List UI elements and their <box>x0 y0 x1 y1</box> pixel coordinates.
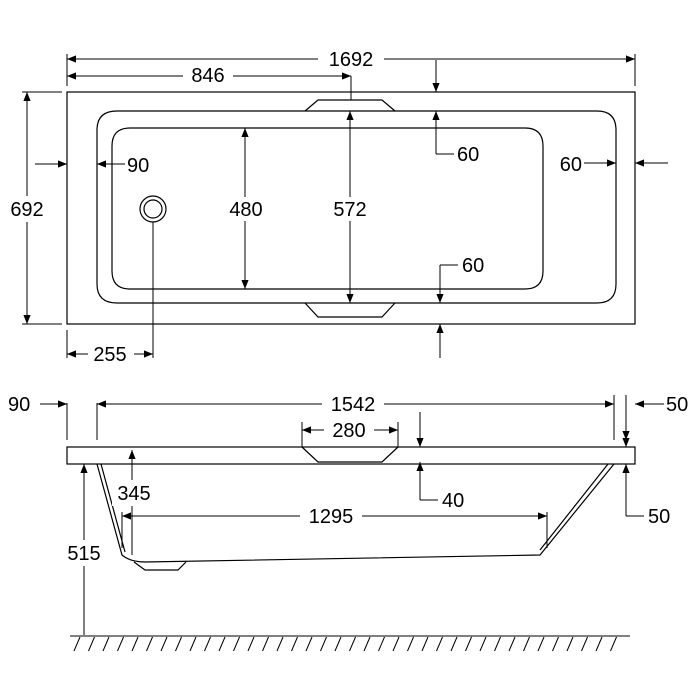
floor-hatch-mark <box>320 636 327 652</box>
floor-hatch-mark <box>247 636 255 652</box>
dim-section-left-rim: 90 <box>8 394 98 440</box>
plan-view: 1692 846 692 480 572 <box>4 46 668 366</box>
handle-section <box>301 446 399 463</box>
tub-shell-inner-edge-right <box>539 463 609 551</box>
dim-label-60-top: 60 <box>457 144 479 166</box>
dim-label-692: 692 <box>10 199 43 221</box>
floor-hatch-mark <box>204 636 211 652</box>
floor-hatch-mark <box>102 636 110 652</box>
dim-end-rim-right: 60 <box>560 154 668 176</box>
dim-inner-width: 480 <box>224 128 268 289</box>
handle-top <box>304 99 396 112</box>
dim-label-40: 40 <box>442 490 464 512</box>
dim-end-rim-left: 90 <box>35 155 149 177</box>
dim-total-height: 515 <box>60 464 106 635</box>
floor-hatch-mark <box>175 636 182 652</box>
dim-label-345: 345 <box>117 483 150 505</box>
dim-label-280: 280 <box>332 420 365 442</box>
section-view: 90 1542 50 280 40 <box>8 391 688 652</box>
dim-rim-thickness: 50 <box>622 438 670 528</box>
floor-hatch-mark <box>88 636 95 652</box>
floor-hatch-mark <box>146 636 153 652</box>
floor-hatch-mark <box>479 636 487 652</box>
rim-section <box>66 446 636 465</box>
dim-label-1542: 1542 <box>331 394 376 416</box>
floor-hatch-mark <box>537 636 545 652</box>
floor-hatch-mark <box>349 636 356 652</box>
dim-handle-drop: 40 <box>416 412 464 512</box>
floor-hatch-mark <box>233 636 240 652</box>
dim-side-rim-bottom: 60 <box>436 255 484 358</box>
dim-bottom-length: 1295 <box>121 504 548 548</box>
floor-hatch-mark <box>581 636 588 652</box>
dim-label-1692: 1692 <box>329 49 374 71</box>
dim-drain-offset: 255 <box>66 222 154 366</box>
tub-rim-inner-outline <box>96 110 617 304</box>
floor-hatch-mark <box>407 636 414 652</box>
floor-hatch-mark <box>494 636 501 652</box>
floor-hatch-mark <box>131 636 139 652</box>
floor-hatch-mark <box>566 636 574 652</box>
floor-hatch-mark <box>218 636 226 652</box>
dim-center-width: 572 <box>327 111 373 303</box>
drain-icon <box>139 195 167 223</box>
dim-inner-depth: 345 <box>112 450 158 555</box>
dim-label-60-right: 60 <box>560 154 582 176</box>
floor-hatch-mark <box>595 636 603 652</box>
dim-side-rim-top: 60 <box>432 60 479 166</box>
dim-label-90-section: 90 <box>8 394 30 416</box>
floor-hatching <box>70 635 630 652</box>
floor-hatch-mark <box>73 636 81 652</box>
floor-hatch-mark <box>436 636 443 652</box>
dim-center-length: 846 <box>67 63 352 100</box>
floor-hatch-mark <box>276 636 284 652</box>
dim-label-50-bottom: 50 <box>648 506 670 528</box>
floor-hatch-mark <box>421 636 429 652</box>
dim-label-480: 480 <box>229 199 262 221</box>
floor-hatch-mark <box>552 636 559 652</box>
floor-hatch-mark <box>262 636 269 652</box>
tub-basin-outline <box>111 127 544 290</box>
dim-handle-length: 280 <box>301 418 399 447</box>
floor-hatch-mark <box>392 636 400 652</box>
floor-hatch-mark <box>610 636 617 652</box>
floor-hatch-mark <box>465 636 472 652</box>
dim-overall-length: 1692 <box>66 46 636 86</box>
floor-hatch-mark <box>189 636 197 652</box>
floor-hatch-mark <box>508 636 516 652</box>
floor-hatch-mark <box>305 636 313 652</box>
dim-label-50-top: 50 <box>666 394 688 416</box>
handle-bottom <box>304 302 396 318</box>
tub-shell-inner-edge <box>100 463 126 553</box>
tub-foot <box>133 561 187 571</box>
floor-hatch-mark <box>363 636 371 652</box>
dim-label-1295: 1295 <box>309 506 354 528</box>
dim-label-60-bottom: 60 <box>462 255 484 277</box>
floor-hatch-mark <box>117 636 124 652</box>
dim-section-right-rim: 50 <box>622 394 688 440</box>
floor-hatch-mark <box>450 636 458 652</box>
floor-hatch-mark <box>334 636 342 652</box>
floor-hatch-mark <box>291 636 298 652</box>
floor-hatch-mark <box>523 636 530 652</box>
tub-shell-profile <box>96 463 615 563</box>
floor-hatch-mark <box>160 636 168 652</box>
dim-label-515: 515 <box>67 543 100 565</box>
dim-overall-width: 692 <box>4 91 62 325</box>
floor-hatch-mark <box>378 636 385 652</box>
dim-label-572: 572 <box>333 199 366 221</box>
dim-label-846: 846 <box>191 65 224 87</box>
dim-label-255: 255 <box>93 344 126 366</box>
dim-label-90-plan: 90 <box>127 155 149 177</box>
dim-section-inner-length: 1542 <box>97 391 615 440</box>
